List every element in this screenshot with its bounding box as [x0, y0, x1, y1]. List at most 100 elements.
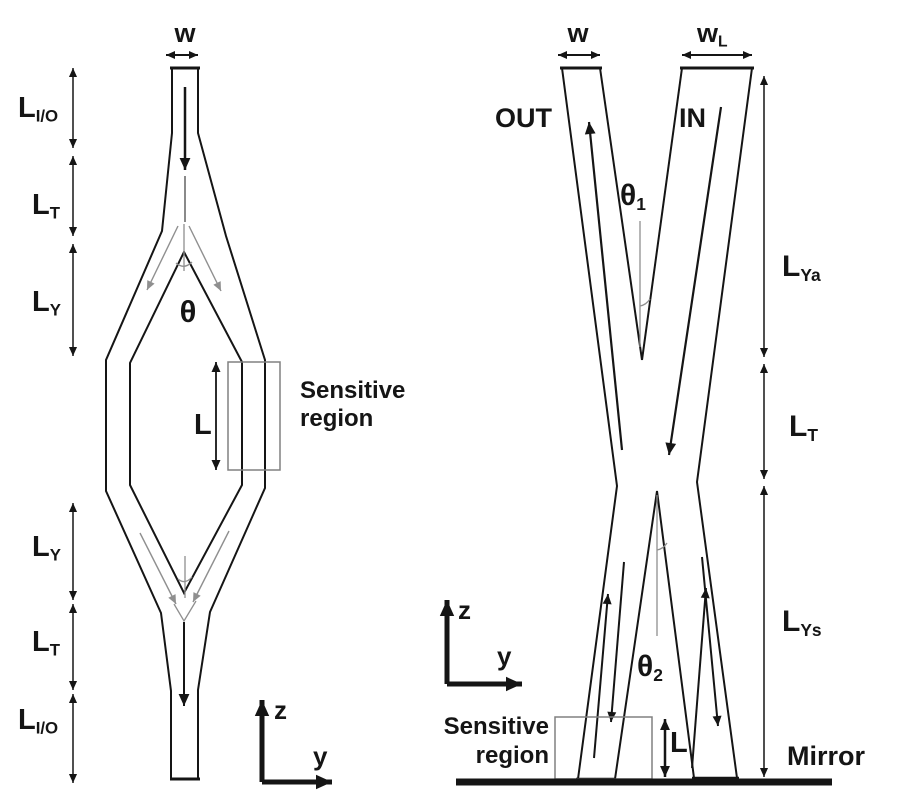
arrowhead [213, 281, 221, 291]
arrowhead [68, 68, 78, 77]
arrowhead [506, 676, 522, 692]
split-ray-right [188, 225, 222, 292]
arrowhead [759, 768, 769, 777]
arrowhead [68, 347, 78, 356]
mzi-outline [105, 66, 266, 781]
label-axis-z-left: z [274, 695, 287, 725]
in-arrow [667, 106, 723, 456]
label-l-t-bot: LT [32, 626, 60, 660]
lower-left-down-arrow [610, 561, 625, 723]
arrowhead [68, 227, 78, 236]
arrowhead [189, 50, 198, 60]
label-l-ya: LYa [782, 250, 821, 285]
arrowhead [68, 604, 78, 613]
arrowhead [712, 715, 722, 726]
lower-right-up-arrow [691, 587, 707, 769]
theta-arc [175, 261, 193, 267]
label-in: IN [679, 103, 706, 133]
axes-left [254, 700, 332, 790]
label-mirror: Mirror [787, 741, 866, 771]
label-sensitive-region-right: Sensitive region [443, 713, 549, 769]
arrowhead [68, 156, 78, 165]
arrowhead [584, 122, 596, 135]
arrowhead [682, 50, 691, 60]
arrowhead [743, 50, 752, 60]
arrowhead [68, 503, 78, 512]
combine-angle-guides [139, 530, 230, 623]
combine-ray-right [192, 530, 230, 603]
arrowhead [660, 766, 670, 777]
label-w-l-right: wL [697, 18, 728, 51]
lower-v-inner-edges [614, 490, 695, 780]
out-outer-edge [561, 67, 619, 780]
theta1-guide [639, 221, 651, 347]
arrowhead [316, 774, 332, 790]
mzi-outer-left-edge [105, 68, 173, 779]
theta1-arc [639, 298, 651, 307]
arrowhead [68, 139, 78, 148]
arrowhead [759, 76, 769, 85]
sensitive-region-box-right [554, 716, 653, 780]
arrowhead [193, 592, 201, 602]
combine-crossing-lines [173, 600, 197, 623]
label-l-y-bot: LY [32, 531, 61, 565]
label-out: OUT [495, 103, 552, 133]
arrowhead [759, 486, 769, 495]
arrowhead [68, 774, 78, 783]
label-l-io-top: LI/O [18, 92, 59, 126]
combine-ray-left [139, 532, 177, 605]
label-theta: θ [179, 294, 197, 329]
arrowhead [178, 694, 190, 706]
arrowhead [665, 442, 677, 455]
arrowhead [68, 591, 78, 600]
arrowhead [166, 50, 175, 60]
arrowhead [602, 594, 612, 605]
arrowhead [660, 719, 670, 730]
arrowhead [211, 460, 221, 470]
label-w-left: w [174, 18, 196, 48]
arrowhead [700, 588, 710, 599]
label-l-t-right: LT [789, 410, 818, 445]
arrowhead [147, 280, 155, 290]
label-l-right: L [670, 727, 688, 759]
arrowhead [558, 50, 567, 60]
arrowhead [68, 681, 78, 690]
theta2-guide [656, 495, 668, 636]
label-l-io-bot: LI/O [18, 704, 59, 738]
arrowhead [168, 594, 176, 604]
arrowhead [759, 348, 769, 357]
theta-bottom-arc [177, 576, 193, 583]
split-angle-guides [146, 224, 222, 292]
arrowhead [68, 694, 78, 703]
lower-right-down-arrow [701, 556, 719, 727]
dimension-lines-left [68, 68, 78, 783]
split-ray-left [146, 225, 179, 291]
label-sensitive-region-left: Sensitive region [300, 377, 406, 432]
label-axis-y-right: y [497, 641, 512, 671]
dimension-lines-right [759, 76, 769, 777]
label-l-ys: LYs [782, 605, 822, 640]
theta2-arc [656, 542, 668, 551]
mzi-flow-arrows [178, 87, 191, 706]
arrowhead [759, 364, 769, 373]
arrowhead [211, 362, 221, 372]
label-axis-y-left: y [313, 741, 328, 771]
label-l-mid: L [194, 409, 212, 441]
propagation-arrows-right [584, 106, 723, 769]
axes-right [439, 600, 522, 692]
label-axis-z-right: z [458, 595, 471, 625]
label-w-right: w [567, 18, 589, 48]
arrowhead [254, 700, 270, 716]
out-inner-edge [599, 67, 643, 361]
arrowhead [591, 50, 600, 60]
sensitive-region-box-left [227, 361, 281, 471]
out-arrow [587, 121, 624, 451]
arrowhead [68, 244, 78, 253]
arrowhead [759, 470, 769, 479]
lower-left-up-arrow [593, 593, 609, 759]
label-theta1: θ1 [620, 179, 646, 214]
in-outer-edge [695, 67, 753, 779]
mzi-outer-right-edge [197, 68, 266, 779]
